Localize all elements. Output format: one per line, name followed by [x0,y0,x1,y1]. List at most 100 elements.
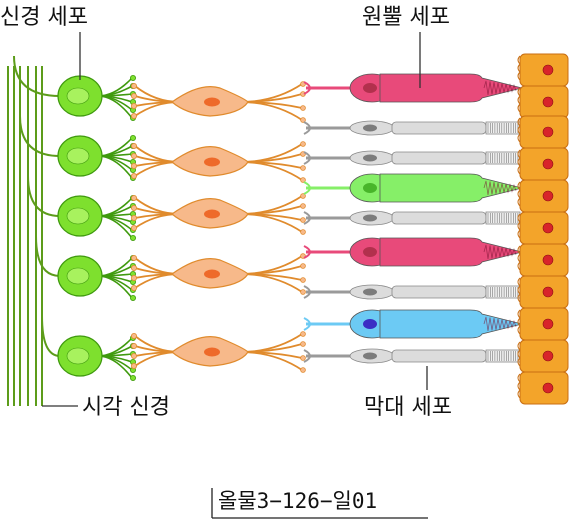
ganglion-cell [57,75,136,122]
cone-disc [483,316,517,332]
bipolar-cell [130,331,306,373]
bipolar-synapse [300,203,306,209]
pigment-cell [517,147,569,181]
cone-outer-segment [379,73,523,103]
bipolar-axon-branch [134,85,181,103]
ganglion-synapse [129,374,136,381]
ganglion-cell [57,254,136,301]
rod-cell [303,348,521,364]
bipolar-synapse [300,117,306,123]
bipolar-synapse [130,103,137,110]
bipolar-synapse [130,362,137,369]
pigment-nucleus [542,96,554,108]
rod-outer-segment [485,121,521,135]
cone-cell [303,73,523,103]
cone-cell [303,237,523,267]
pigment-nucleus [542,350,554,362]
bipolar-dendrite [239,273,303,293]
pigment-microvilli [517,341,521,367]
cone-outer-segment [379,309,523,339]
bipolar-cell [130,81,306,123]
bipolar-synapse [130,172,137,179]
photoreceptor-nucleus [363,214,377,222]
pigment-cell [517,85,569,119]
bipolar-nucleus [204,97,220,107]
bipolar-synapse [300,217,306,223]
photoreceptor-layer [303,73,523,364]
bipolar-nucleus [204,157,220,167]
pigment-microvilli [517,87,521,113]
bipolar-synapse [130,274,137,281]
ganglion-nucleus [66,267,90,285]
pigment-cell [517,307,569,341]
bipolar-nucleus [204,209,220,219]
photoreceptor-nucleus [363,247,377,257]
cone-disc [483,80,517,96]
pigment-cell [517,211,569,245]
rod-inner-body [391,121,487,135]
rod-outer-segment [485,349,521,363]
rod-outer-segment [485,285,521,299]
bipolar-synapse [300,367,306,373]
bipolar-synapse [130,194,137,201]
cone-cell-label: 원뿔 세포 [362,5,450,30]
bipolar-dendrite [239,161,303,181]
pigment-cell [517,115,569,149]
rod-cell [303,210,521,226]
bipolar-synapse [130,254,137,261]
bipolar-axon-branch [134,197,181,215]
bipolar-synapse [300,277,306,283]
cone-outer-segment [379,237,523,267]
ganglion-axon [41,315,61,357]
rod-outer-segment [485,151,521,165]
cone-cell [303,173,523,203]
pigment-cell [517,275,569,309]
pigment-nucleus [542,222,554,234]
bipolar-dendrite [239,255,303,275]
cone-outer-segment [379,173,523,203]
bipolar-synapse [300,193,306,199]
pigment-microvilli [517,213,521,239]
pigment-microvilli [517,117,521,143]
bipolar-axon-branch [134,335,181,353]
photoreceptor-nucleus [363,124,377,132]
bipolar-cell [130,141,306,183]
bipolar-cell-layer [130,81,306,373]
pigment-cell [517,179,569,213]
rod-cell-label: 막대 세포 [364,395,452,420]
photoreceptor-nucleus [363,183,377,193]
pigment-epithelium [517,53,569,405]
bipolar-synapse [300,355,306,361]
ganglion-axon [19,115,61,157]
ganglion-synapse [129,134,136,141]
ganglion-cell-layer [57,75,136,381]
bipolar-axon-branch [134,257,181,275]
bipolar-dendrite [239,333,303,353]
bipolar-dendrite [239,195,303,215]
pigment-microvilli [517,245,521,271]
bipolar-synapse [130,224,137,231]
rod-cell [303,284,521,300]
bipolar-synapse [130,142,137,149]
rod-inner-body [391,285,487,299]
pigment-cell [517,371,569,405]
bipolar-synapse [300,263,306,269]
photoreceptor-nucleus [363,83,377,93]
ganglion-cell-label: 신경 세포 [0,5,88,30]
bipolar-cell [130,253,306,295]
bipolar-synapse [130,93,137,100]
bipolar-synapse [130,152,137,159]
bipolar-synapse [130,342,137,349]
bipolar-cell [130,193,306,235]
bipolar-dendrite [239,213,303,233]
bipolar-synapse [130,332,137,339]
pigment-microvilli [517,181,521,207]
pigment-cell [517,53,569,87]
ganglion-synapse [129,294,136,301]
ganglion-axon [13,55,61,97]
pigment-microvilli [517,55,521,81]
bipolar-axon-branch [134,145,181,163]
bipolar-synapse [130,83,137,90]
ganglion-cell [57,334,136,381]
bipolar-dendrite [239,143,303,163]
